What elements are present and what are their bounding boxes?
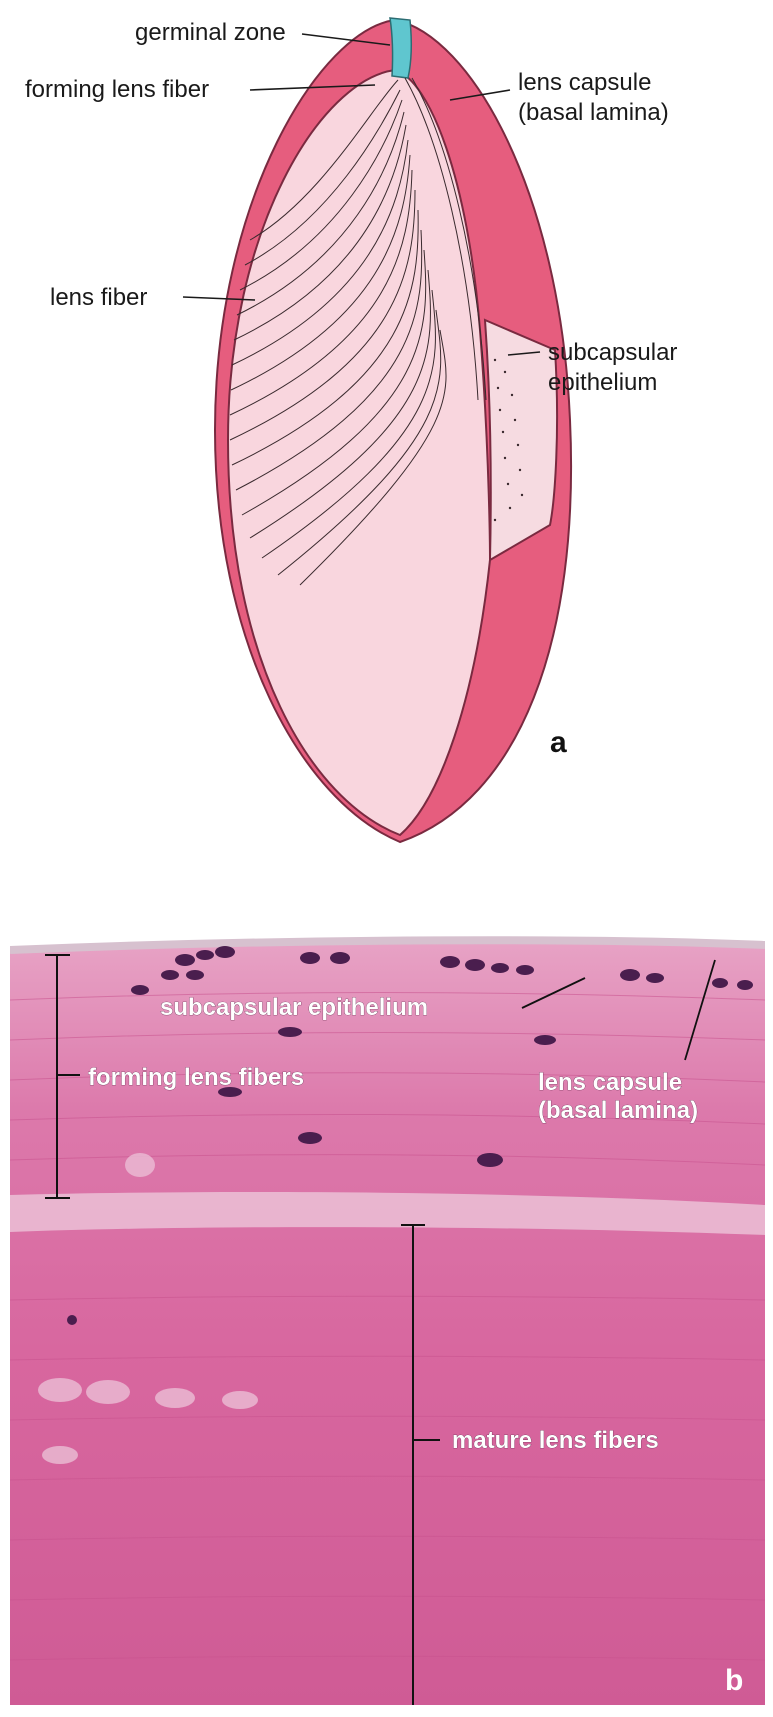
label-germinal-zone: germinal zone	[135, 19, 286, 46]
label-lens-capsule-b-line2: (basal lamina)	[538, 1097, 698, 1124]
panel-letter-b: b	[725, 1664, 743, 1697]
vacuoles	[38, 1153, 258, 1464]
lens-capsule-edge	[10, 936, 765, 954]
panel-b-leaders	[521, 959, 716, 1061]
label-subcapsular-line2: epithelium	[548, 369, 657, 396]
epithelium-stipple	[493, 358, 524, 522]
subcapsular-epithelium-window	[483, 318, 559, 562]
micrograph-background	[10, 915, 765, 1705]
label-forming-lens-fibers: forming lens fibers	[88, 1064, 304, 1091]
label-lens-capsule-b-line1: lens capsule	[538, 1069, 682, 1096]
label-forming-lens-fiber: forming lens fiber	[25, 76, 209, 103]
label-subcapsular-line1: subcapsular	[548, 339, 677, 366]
transition-band	[10, 1192, 765, 1235]
nuclei	[67, 946, 753, 1325]
panel-a: germinal zone forming lens fiber lens ca…	[25, 17, 677, 844]
bracket-forming-lens-fibers	[45, 954, 80, 1199]
label-subcapsular-epithelium: subcapsular epithelium	[160, 994, 428, 1021]
label-lens-capsule-line2: (basal lamina)	[518, 99, 669, 126]
epithelium-cell-column	[404, 77, 487, 401]
germinal-zone-band	[389, 17, 413, 79]
lens-fiber-lines	[229, 79, 447, 586]
label-lens-fiber: lens fiber	[50, 284, 147, 311]
panel-a-leaders	[182, 33, 541, 356]
label-lens-capsule-line1: lens capsule	[518, 69, 651, 96]
bracket-mature-lens-fibers	[401, 1224, 440, 1705]
label-mature-lens-fibers: mature lens fibers	[452, 1427, 659, 1454]
panel-b: subcapsular epithelium forming lens fibe…	[10, 915, 765, 1705]
fiber-streaks	[10, 992, 765, 1661]
panel-letter-a: a	[550, 726, 567, 759]
